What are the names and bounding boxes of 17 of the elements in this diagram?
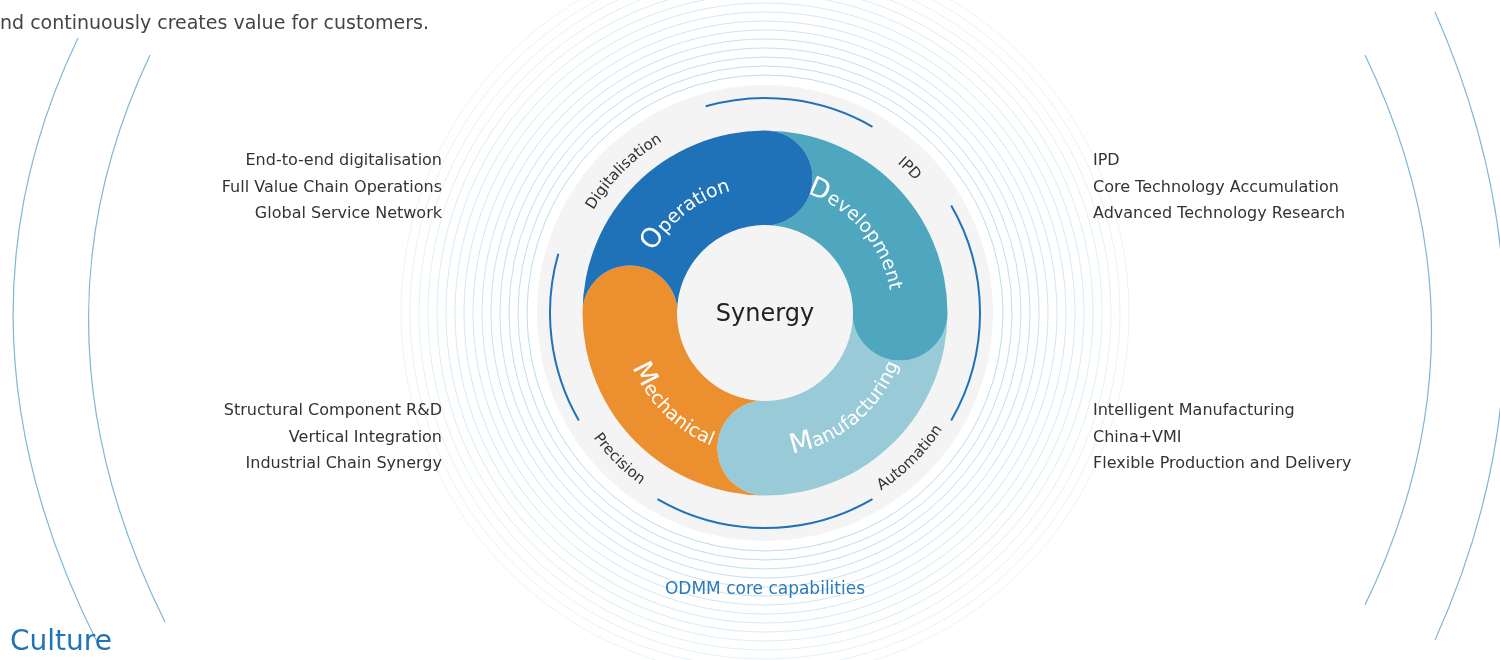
capability-text: Vertical Integration [288, 427, 442, 447]
capability-text: Advanced Technology Research [1093, 203, 1346, 223]
capability-text: Full Value Chain Operations [221, 177, 442, 197]
intro-text: nd continuously creates value for customers. [0, 10, 429, 35]
capability-text: Intelligent Manufacturing [1093, 400, 1295, 420]
capability-text: Industrial Chain Synergy [245, 453, 442, 473]
caption: ODMM core capabilities [664, 578, 866, 598]
ring-label: IPD [894, 152, 926, 184]
center-circle: Synergy [677, 225, 853, 401]
capability-text: Structural Component R&D [223, 400, 442, 420]
capability-text: Core Technology Accumulation [1093, 177, 1339, 197]
capability-text: Global Service Network [254, 203, 442, 223]
capability-text: Flexible Production and Delivery [1093, 453, 1352, 473]
capability-text: IPD [1093, 150, 1120, 170]
capability-text: End-to-end digitalisation [245, 150, 442, 170]
section-heading: Culture [10, 624, 112, 658]
capability-text: China+VMI [1093, 427, 1182, 447]
